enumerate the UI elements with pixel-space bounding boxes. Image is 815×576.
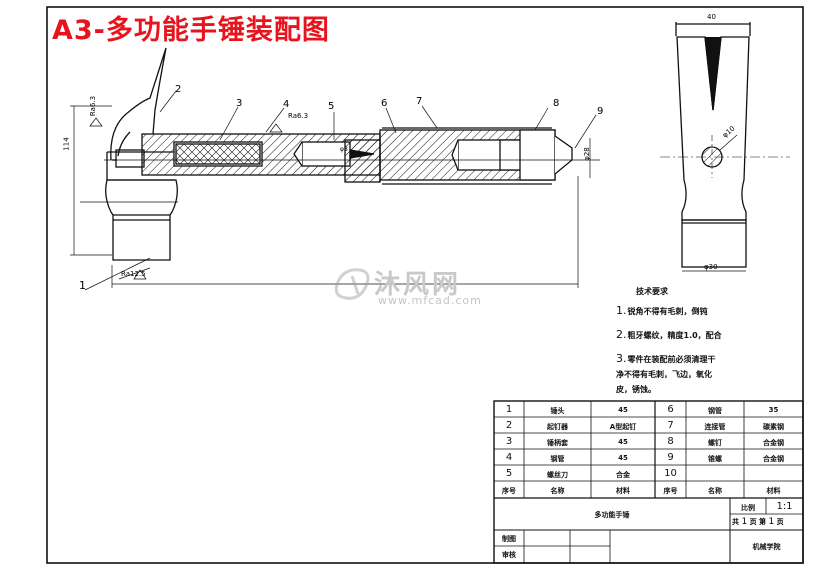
table-header-material: 材料 xyxy=(616,487,630,495)
sheet-count: 共 1 页 第 1 页 xyxy=(732,517,784,527)
dimension-small: φ8 xyxy=(340,146,348,153)
dimension-width-top: 40 xyxy=(707,13,716,21)
requirements-title: 技术要求 xyxy=(636,287,668,296)
scale-value: 1:1 xyxy=(776,501,793,512)
handle-section-view xyxy=(141,127,573,185)
balloon-8: 8 xyxy=(553,98,560,109)
table-cell-name: 螺丝刀 xyxy=(547,471,568,479)
table-cell-mat2: 碳素钢 xyxy=(763,423,784,431)
drawn-label: 制图 xyxy=(502,535,516,543)
requirement-item: 皮，锈蚀。 xyxy=(616,385,656,394)
table-cell-no2: 10 xyxy=(664,468,677,479)
roughness-label-2: Ra6.3 xyxy=(288,112,309,120)
table-cell-code: 合金 xyxy=(616,471,630,479)
table-header-material2: 材料 xyxy=(766,487,781,495)
watermark-logo xyxy=(334,268,370,300)
parts-table-grid xyxy=(493,400,804,564)
sheet-border xyxy=(46,6,804,564)
table-cell-code: 45 xyxy=(618,454,628,462)
table-cell-name: 起钉器 xyxy=(547,423,568,431)
requirement-item: 2.粗牙螺纹，精度1.0，配合 xyxy=(616,328,722,341)
balloon-3: 3 xyxy=(236,98,243,109)
balloon-2: 2 xyxy=(175,84,182,95)
table-cell-no: 4 xyxy=(505,452,513,463)
balloon-4: 4 xyxy=(283,99,290,110)
table-cell-name: 钢管 xyxy=(550,455,565,463)
table-cell-mat2: 35 xyxy=(768,406,779,414)
table-header-name2: 名称 xyxy=(708,487,722,495)
table-cell-mat2: 合金钢 xyxy=(763,455,784,463)
roughness-label-1: Ra6.3 xyxy=(89,95,98,117)
table-cell-no2: 7 xyxy=(667,420,674,431)
technical-requirements: 技术要求 1.锐角不得有毛刺，倒钝 2.粗牙螺纹，精度1.0，配合 3.零件在装… xyxy=(616,286,776,397)
table-cell-no: 2 xyxy=(505,420,513,431)
table-cell-name2: 连接管 xyxy=(704,423,726,431)
watermark-brand: 沐风网 xyxy=(374,270,462,300)
balloon-5: 5 xyxy=(328,101,335,112)
roughness-label-3: Ra12.5 xyxy=(121,270,146,278)
table-cell-name: 锤柄套 xyxy=(547,439,568,447)
watermark: 沐风网 www.mfcad.com xyxy=(328,264,498,308)
checked-label: 审核 xyxy=(502,551,516,559)
table-cell-code: A型起钉 xyxy=(609,423,637,431)
table-cell-no2: 9 xyxy=(667,452,674,463)
table-cell-no: 5 xyxy=(505,468,513,479)
table-cell-name2: 钢管 xyxy=(708,407,722,415)
table-header-name: 名称 xyxy=(550,487,565,495)
table-cell-mat2: 合金钢 xyxy=(763,439,784,447)
table-cell-no2: 6 xyxy=(667,404,674,415)
table-header-seq: 序号 xyxy=(502,487,516,495)
dimension-tip: φ28 xyxy=(582,147,591,161)
table-cell-no: 3 xyxy=(505,436,513,447)
table-cell-no2: 8 xyxy=(667,436,674,447)
table-cell-code: 45 xyxy=(618,406,628,414)
requirement-item: 净不得有毛刺，飞边，氧化 xyxy=(616,370,712,379)
drawing-title: A3-多功能手锤装配图 xyxy=(52,15,330,46)
dimension-bottom: φ30 xyxy=(704,263,718,271)
requirement-item: 3.零件在装配前必须清理干 xyxy=(616,352,716,365)
scale-label: 比例 xyxy=(741,504,755,512)
dimension-lines xyxy=(70,90,600,291)
watermark-url: www.mfcad.com xyxy=(378,294,482,307)
table-cell-name2: 锥螺 xyxy=(708,455,722,463)
drawing-name: 多功能手锤 xyxy=(594,511,630,519)
balloon-9: 9 xyxy=(597,106,604,117)
balloon-6: 6 xyxy=(381,98,388,109)
balloon-1: 1 xyxy=(79,279,86,292)
table-cell-no: 1 xyxy=(505,404,513,415)
table-cell-code: 45 xyxy=(618,438,628,446)
balloon-7: 7 xyxy=(416,96,423,107)
school-label: 机械学院 xyxy=(752,543,781,551)
hammer-side-view xyxy=(660,22,790,272)
table-header-seq2: 序号 xyxy=(663,487,678,495)
table-cell-name2: 螺钉 xyxy=(708,439,722,447)
dimension-height: 114 xyxy=(62,137,71,151)
requirement-item: 1.锐角不得有毛刺，倒钝 xyxy=(616,304,708,317)
table-cell-name: 锤头 xyxy=(550,407,565,415)
